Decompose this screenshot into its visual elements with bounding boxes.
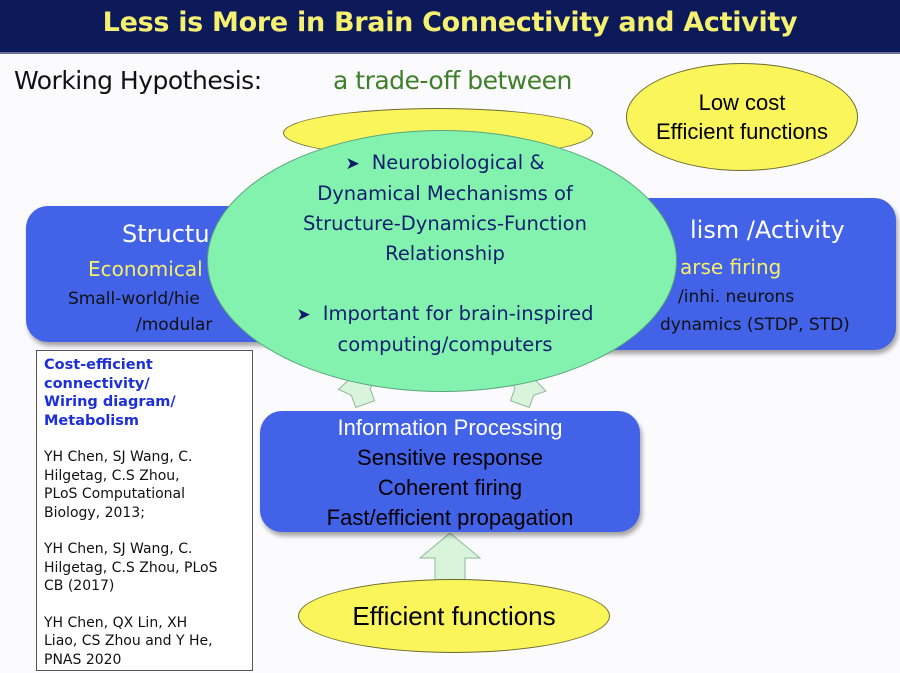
structure-subtitle: Economical xyxy=(88,257,203,281)
low-cost-ellipse: Low cost Efficient functions xyxy=(626,63,858,171)
information-processing-box: Information Processing Sensitive respons… xyxy=(260,411,640,532)
structure-line: Small-world/hie xyxy=(68,289,200,309)
efficient-functions-ellipse: Efficient functions xyxy=(298,579,610,653)
metabolism-line: /inhi. neurons xyxy=(678,287,795,307)
bullet-line: Structure-Dynamics-Function xyxy=(303,212,587,235)
structure-title: Structu xyxy=(122,220,210,248)
low-cost-line: Efficient functions xyxy=(655,119,829,144)
reference-item: YH Chen, SJ Wang, C. Hilgetag, C.S Zhou,… xyxy=(44,541,218,594)
reference-item: YH Chen, QX Lin, XH Liao, CS Zhou and Y … xyxy=(44,614,213,668)
references-heading: Cost-efficient connectivity/ Wiring diag… xyxy=(44,357,176,429)
low-cost-line: Low cost xyxy=(698,90,786,115)
title-bar: Less is More in Brain Connectivity and A… xyxy=(0,0,900,54)
bullet-item: ➤Neurobiological & xyxy=(345,151,545,174)
bullet-line: Relationship xyxy=(385,242,505,265)
arrow-bullet-icon: ➤ xyxy=(296,305,311,325)
bullet-item: ➤Important for brain-inspired xyxy=(296,302,594,325)
mechanisms-ellipse xyxy=(207,130,677,392)
info-line: Coherent firing xyxy=(377,475,523,500)
reference-item: YH Chen, SJ Wang, C. Hilgetag, C.S Zhou,… xyxy=(44,449,193,521)
structure-line: /modular xyxy=(136,315,213,335)
hypothesis-label: Working Hypothesis: xyxy=(14,66,262,95)
info-title: Information Processing xyxy=(337,415,563,440)
references-box: Cost-efficient connectivity/ Wiring diag… xyxy=(36,350,253,671)
slide-title: Less is More in Brain Connectivity and A… xyxy=(102,7,798,38)
efficient-functions-label: Efficient functions xyxy=(352,600,556,631)
mechanisms-text: ➤Neurobiological & Dynamical Mechanisms … xyxy=(260,148,630,360)
arrow-bullet-icon: ➤ xyxy=(345,154,360,174)
info-line: Fast/efficient propagation xyxy=(326,505,574,530)
metabolism-title: lism /Activity xyxy=(690,216,845,244)
metabolism-subtitle: arse firing xyxy=(680,255,782,279)
metabolism-line: dynamics (STDP, STD) xyxy=(660,315,850,335)
bullet-line: computing/computers xyxy=(337,333,553,356)
bullet-line: Dynamical Mechanisms of xyxy=(317,182,573,205)
info-line: Sensitive response xyxy=(357,445,543,470)
hypothesis-value: a trade-off between xyxy=(333,66,572,95)
